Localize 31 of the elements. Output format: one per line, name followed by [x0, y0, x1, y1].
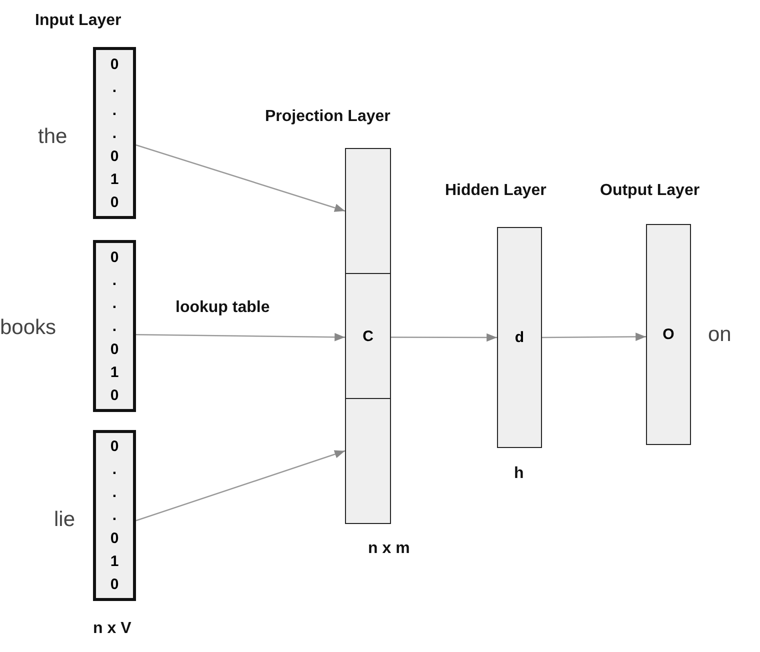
dimension-label: n x V [93, 620, 132, 638]
vector-box [93, 47, 136, 219]
vector-box [93, 430, 136, 601]
arrow [136, 144, 346, 212]
output-layer-box [646, 224, 691, 445]
hidden-layer-box [497, 227, 542, 448]
arrow [391, 333, 497, 342]
layer-title: Input Layer [35, 12, 122, 30]
layer-symbol: O [662, 326, 674, 343]
edge-label: lookup table [176, 298, 270, 317]
layer-symbol: C [362, 328, 374, 344]
word-label: the [38, 125, 68, 149]
arrow [136, 450, 346, 522]
one-hot-vector-values: 0 . . . 0 1 0 [110, 54, 119, 212]
dimension-label: n x m [368, 540, 410, 558]
word-label: lie [54, 508, 76, 532]
one-hot-vector-values: 0 . . . 0 1 0 [110, 248, 119, 406]
projection-segment [345, 398, 391, 524]
projection-segment [345, 148, 391, 274]
layer-symbol: d [514, 329, 524, 346]
layer-title: Hidden Layer [445, 182, 546, 200]
vector-box [93, 240, 136, 412]
projection-segment [345, 273, 391, 399]
word-label: on [708, 323, 732, 347]
arrow [136, 332, 345, 342]
layer-title: Output Layer [600, 182, 700, 200]
layer-title: Projection Layer [265, 108, 390, 126]
one-hot-vector-values: 0 . . . 0 1 0 [110, 437, 119, 595]
word-label: books [0, 316, 56, 340]
arrow [542, 332, 646, 341]
dimension-label: h [514, 465, 524, 483]
